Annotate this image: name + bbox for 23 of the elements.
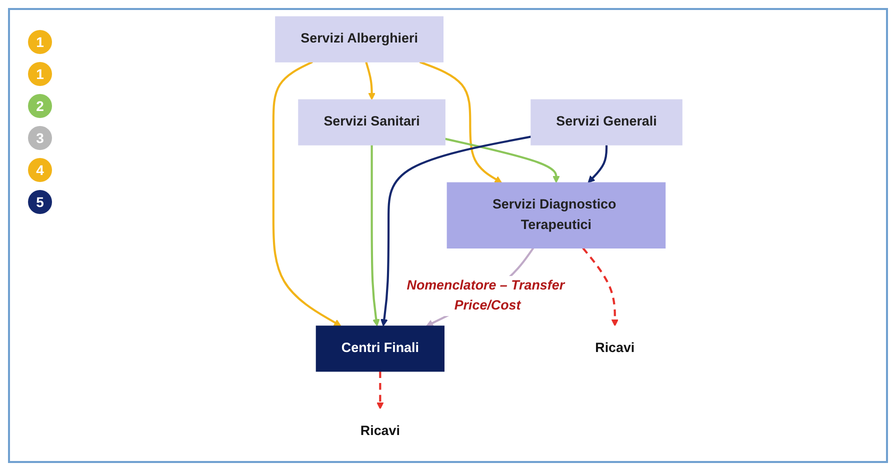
arrow — [365, 62, 376, 100]
node-box: Servizi Sanitari — [298, 99, 446, 146]
node-box: Servizi Diagnostico Terapeutici — [447, 182, 666, 248]
callout-number: 3 — [28, 126, 52, 150]
node-text: Ricavi — [595, 341, 635, 356]
callout-number: 4 — [28, 158, 52, 182]
arrow — [371, 144, 380, 326]
arrow — [445, 138, 560, 184]
callout-number: 2 — [28, 94, 52, 118]
callout-number: 5 — [28, 190, 52, 214]
node-text: Ricavi — [360, 424, 400, 438]
arrow — [588, 144, 608, 184]
edge-label: Nomenclatore – Transfer Price/Cost — [407, 278, 565, 313]
callout-number: 1 — [28, 62, 52, 86]
node-box: Servizi Alberghieri — [275, 16, 444, 62]
callout-number: 1 — [28, 30, 52, 54]
arrow — [376, 371, 384, 410]
arrow — [582, 247, 619, 326]
arrow — [380, 136, 532, 326]
arrow — [272, 61, 342, 326]
arrow — [420, 61, 502, 184]
node-box: Centri Finali — [316, 326, 445, 372]
node-box: Servizi Generali — [530, 99, 683, 146]
